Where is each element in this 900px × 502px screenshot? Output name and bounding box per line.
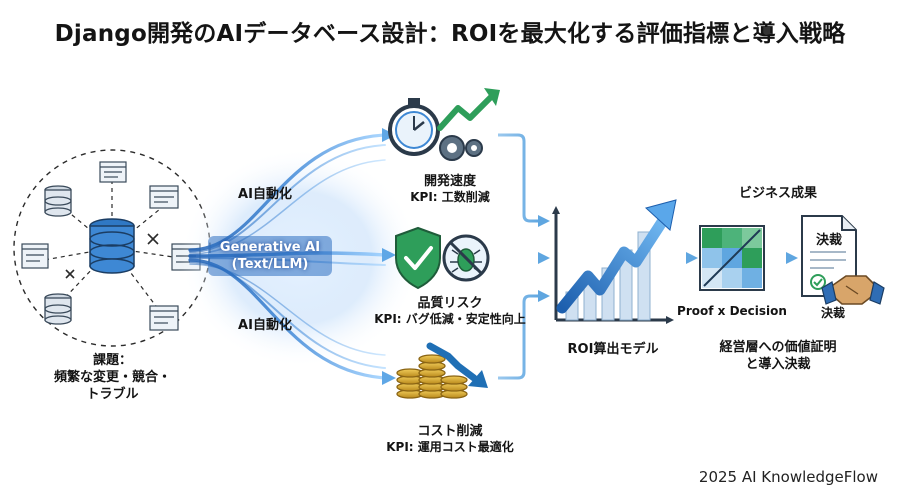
window-icon-top-right [149,185,179,209]
gear-icon [439,135,483,161]
coins-stack-icon [396,354,468,399]
challenge-line-1: 頻繁な変更・競合・ [53,370,171,385]
ai-automation-label-bottom: AI自動化 [238,318,292,333]
challenge-line-2: トラブル [86,387,139,402]
roi-model-label: ROI算出モデル [567,342,659,357]
growth-arrow-icon [437,88,500,131]
conflict-x-icon [147,233,159,245]
quality-kpi: KPI: バグ低減・安定性向上 [374,312,526,326]
page-title: Django開発のAIデータベース設計：ROIを最大化する評価指標と導入戦略 [54,21,846,47]
conflict-x-icon-2 [65,269,75,279]
roi-chart-icon [552,199,677,324]
roi-connector-arrowheads [538,215,550,302]
decision-connector-arrowhead [786,252,798,264]
decision-label: 決裁 [820,306,845,320]
bug-blocked-icon [442,234,490,282]
challenge-title: 課題： [92,353,132,368]
shield-check-icon [395,226,441,290]
speed-kpi: KPI: 工数削減 [410,190,490,204]
ai-automation-label-top: AI自動化 [238,187,292,202]
generative-ai-sublabel: (Text/LLM) [231,257,309,272]
database-icon-bottom-left [44,293,72,325]
gen-ai-backdrop [208,236,332,276]
central-database-icon [89,218,135,274]
window-icon-bottom-right [149,305,179,331]
database-icon-top-left [44,185,72,217]
footer-credit: 2025 AI KnowledgeFlow [698,468,878,486]
roi-connectors [498,133,540,380]
approval-document-title: 決裁 [815,233,842,248]
proof-connector-arrowhead [686,252,698,264]
cost-kpi: KPI: 運用コスト最適化 [386,440,514,454]
handshake-icon [821,275,885,305]
speed-title: 開発速度 [423,174,476,189]
proof-decision-label: Proof x Decision [677,304,787,318]
downtrend-arrow-icon [426,342,488,388]
business-results-title: ビジネス成果 [738,186,817,201]
generative-ai-label: Generative AI [219,240,321,255]
database-cluster [13,149,211,347]
stopwatch-icon [388,98,440,156]
executive-value-line-2: と導入決裁 [745,357,811,372]
cost-title: コスト削減 [417,424,483,439]
quality-title: 品質リスク [417,296,483,311]
window-icon-left [21,243,49,269]
executive-value-line-1: 経営層への価値証明 [719,340,837,355]
approval-document-icon [801,215,857,297]
window-icon-top [99,161,127,183]
proof-decision-matrix-icon [699,225,765,291]
